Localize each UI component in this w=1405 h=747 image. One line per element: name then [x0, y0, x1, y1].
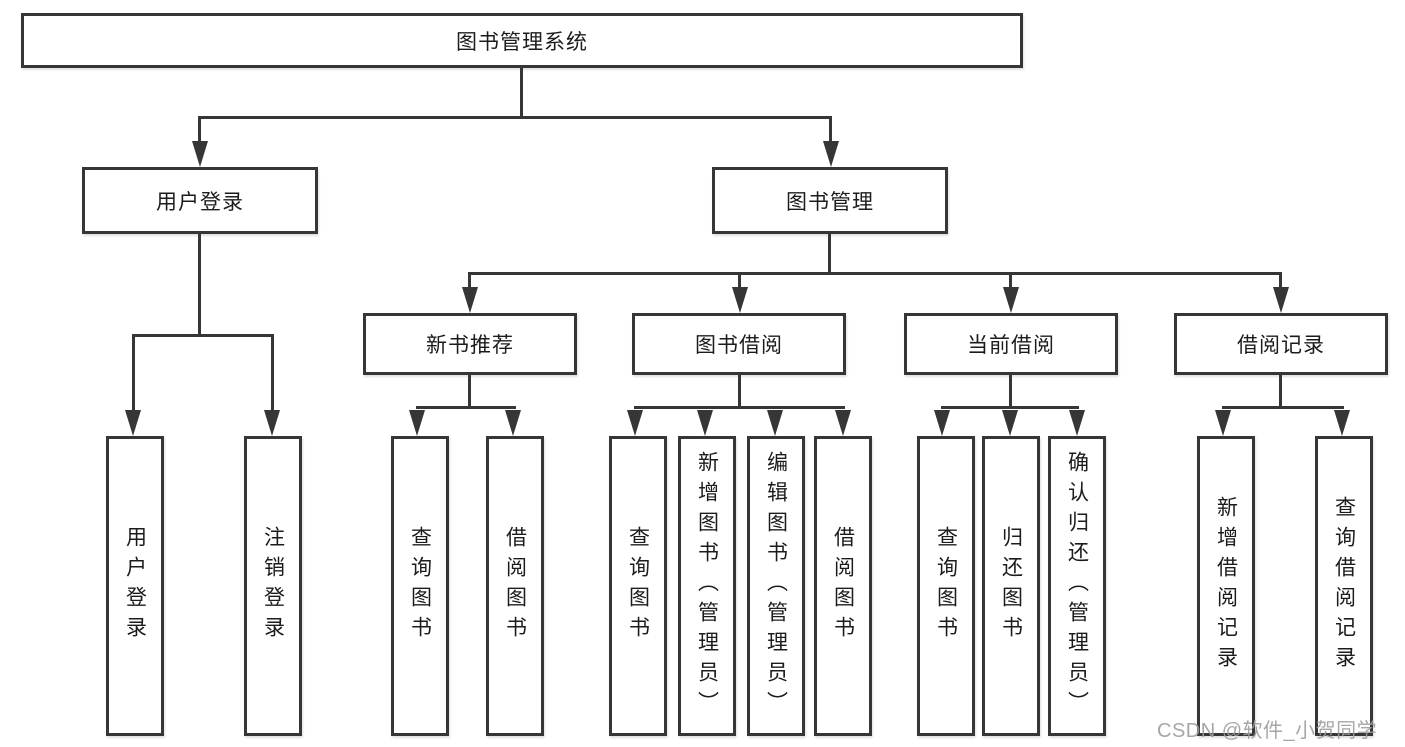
arrow-down-icon: [462, 287, 478, 313]
connector-line: [828, 233, 831, 275]
arrow-down-icon: [835, 410, 851, 436]
node-label: 查询图书: [626, 526, 650, 646]
arrow-down-icon: [1002, 410, 1018, 436]
leaf-add-borrow-record: 新增借阅记录: [1197, 436, 1255, 736]
node-user-login: 用户登录: [82, 167, 318, 234]
connector-line: [416, 406, 516, 409]
connector-line: [198, 116, 832, 119]
node-borrow-records: 借阅记录: [1174, 313, 1388, 375]
leaf-confirm-return-admin: 确认归还（管理员）: [1048, 436, 1106, 736]
node-new-book-recommend: 新书推荐: [363, 313, 577, 375]
connector-line: [520, 67, 523, 118]
leaf-query-book-recommend: 查询图书: [391, 436, 449, 736]
connector-line: [198, 233, 201, 336]
arrow-down-icon: [1003, 287, 1019, 313]
arrow-down-icon: [732, 287, 748, 313]
node-label: 图书管理: [786, 190, 874, 214]
connector-line: [468, 272, 1282, 275]
arrow-down-icon: [409, 410, 425, 436]
leaf-edit-book-admin: 编辑图书（管理员）: [747, 436, 805, 736]
connector-line: [132, 334, 274, 337]
node-label: 归还图书: [999, 526, 1023, 646]
connector-line: [1279, 373, 1282, 409]
connector-line: [738, 373, 741, 409]
arrow-down-icon: [505, 410, 521, 436]
leaf-borrow-book: 借阅图书: [814, 436, 872, 736]
watermark-text: CSDN @软件_小贺同学: [1157, 720, 1378, 742]
arrow-down-icon: [192, 141, 208, 167]
connector-line: [941, 406, 1079, 409]
connector-line: [198, 116, 201, 144]
node-label: 查询图书: [408, 526, 432, 646]
node-label: 新增图书（管理员）: [695, 451, 719, 721]
node-label: 图书管理系统: [456, 30, 588, 54]
node-current-borrow: 当前借阅: [904, 313, 1118, 375]
leaf-query-borrow-record: 查询借阅记录: [1315, 436, 1373, 736]
node-book-management: 图书管理: [712, 167, 948, 234]
arrow-down-icon: [1069, 410, 1085, 436]
node-label: 用户登录: [123, 526, 147, 646]
connector-line: [634, 406, 845, 409]
leaf-logout: 注销登录: [244, 436, 302, 736]
arrow-down-icon: [125, 410, 141, 436]
connector-line: [1222, 406, 1344, 409]
arrow-down-icon: [1273, 287, 1289, 313]
leaf-return-book: 归还图书: [982, 436, 1040, 736]
connector-line: [738, 272, 741, 289]
node-label: 查询图书: [934, 526, 958, 646]
connector-line: [132, 334, 135, 412]
leaf-query-book-borrow: 查询图书: [609, 436, 667, 736]
connector-line: [1009, 272, 1012, 289]
connector-line: [1009, 373, 1012, 409]
leaf-borrow-book-recommend: 借阅图书: [486, 436, 544, 736]
node-label: 图书借阅: [695, 334, 783, 357]
node-label: 新增借阅记录: [1214, 496, 1238, 676]
arrow-down-icon: [697, 410, 713, 436]
arrow-down-icon: [823, 141, 839, 167]
leaf-user-login: 用户登录: [106, 436, 164, 736]
node-label: 注销登录: [261, 526, 285, 646]
node-label: 借阅记录: [1237, 334, 1325, 357]
node-label: 查询借阅记录: [1332, 496, 1356, 676]
connector-line: [1279, 272, 1282, 289]
arrow-down-icon: [767, 410, 783, 436]
arrow-down-icon: [1215, 410, 1231, 436]
node-label: 借阅图书: [831, 526, 855, 646]
arrow-down-icon: [934, 410, 950, 436]
connector-line: [468, 373, 471, 409]
node-label: 用户登录: [156, 190, 244, 214]
connector-line: [829, 116, 832, 144]
node-label: 当前借阅: [967, 334, 1055, 357]
node-label: 借阅图书: [503, 526, 527, 646]
arrow-down-icon: [264, 410, 280, 436]
node-root: 图书管理系统: [21, 13, 1023, 68]
node-label: 编辑图书（管理员）: [764, 451, 788, 721]
connector-line: [468, 272, 471, 289]
connector-line: [271, 334, 274, 412]
leaf-query-book-current: 查询图书: [917, 436, 975, 736]
leaf-add-book-admin: 新增图书（管理员）: [678, 436, 736, 736]
arrow-down-icon: [627, 410, 643, 436]
arrow-down-icon: [1334, 410, 1350, 436]
node-label: 新书推荐: [426, 334, 514, 357]
node-label: 确认归还（管理员）: [1065, 451, 1089, 721]
node-book-borrow: 图书借阅: [632, 313, 846, 375]
